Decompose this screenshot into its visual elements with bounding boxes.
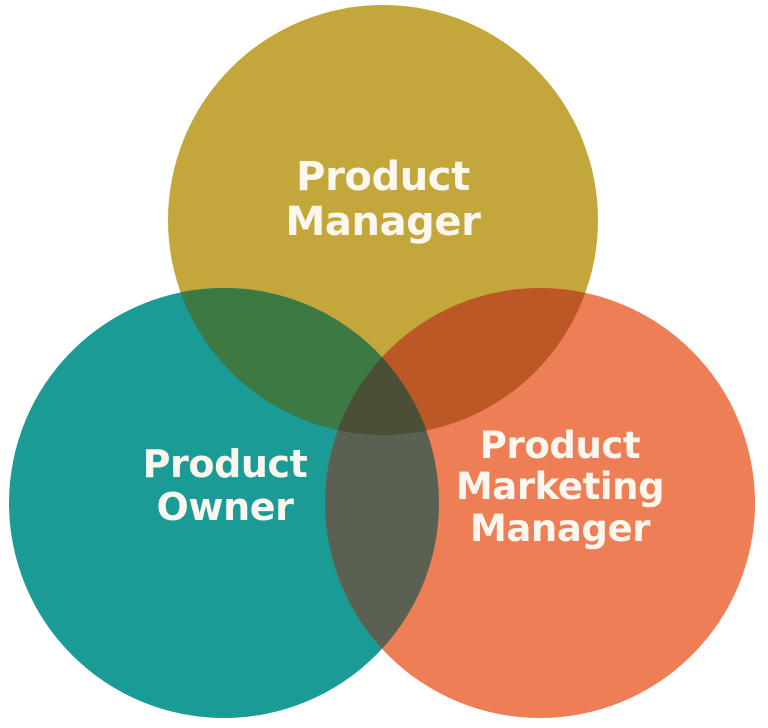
overlap-pm-po	[168, 288, 439, 435]
label-product-marketing-manager: Product Marketing Manager	[455, 424, 665, 550]
label-product-manager: Product Manager	[285, 154, 481, 245]
overlap-pm-pmm	[325, 288, 598, 435]
label-product-owner: Product Owner	[142, 442, 308, 529]
